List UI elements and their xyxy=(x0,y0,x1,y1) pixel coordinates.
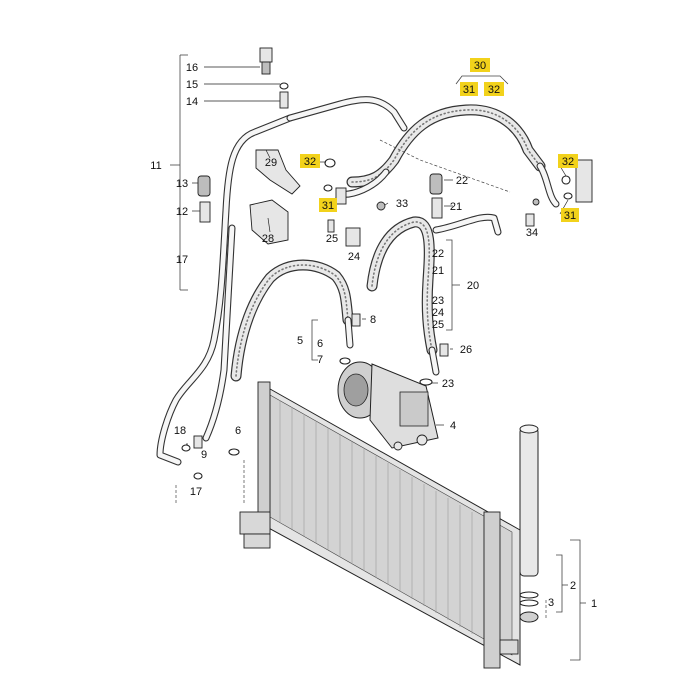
callout-18: 18 xyxy=(174,425,186,437)
callout-32: 32 xyxy=(562,156,574,168)
callout-17: 17 xyxy=(176,254,188,266)
callout-3: 3 xyxy=(548,597,554,609)
callout-2: 2 xyxy=(570,580,576,592)
callout-9: 9 xyxy=(201,449,207,461)
callout-16: 16 xyxy=(186,62,198,74)
leader-lines xyxy=(170,54,586,661)
callout-22: 22 xyxy=(456,175,468,187)
callout-21: 21 xyxy=(450,201,462,213)
callout-20: 20 xyxy=(467,280,479,292)
callout-24: 24 xyxy=(348,251,360,263)
callout-1: 1 xyxy=(591,598,597,610)
callout-8: 8 xyxy=(370,314,376,326)
callout-32: 32 xyxy=(304,156,316,168)
callout-15: 15 xyxy=(186,79,198,91)
callout-14: 14 xyxy=(186,96,198,108)
callout-25: 25 xyxy=(326,233,338,245)
callout-31: 31 xyxy=(463,84,475,96)
callout-30: 30 xyxy=(474,60,486,72)
callout-21: 21 xyxy=(432,265,444,277)
compressor xyxy=(337,361,439,451)
callout-11: 11 xyxy=(150,160,161,172)
callout-5: 5 xyxy=(297,335,303,347)
callout-32: 32 xyxy=(488,84,500,96)
refrigerant-lines xyxy=(156,96,560,466)
callout-25: 25 xyxy=(432,319,444,331)
callout-29: 29 xyxy=(265,157,277,169)
callout-24: 24 xyxy=(432,307,444,319)
callout-6: 6 xyxy=(235,425,241,437)
callout-7: 7 xyxy=(317,354,323,366)
callout-31: 31 xyxy=(564,210,576,222)
callout-31: 31 xyxy=(322,200,334,212)
callout-4: 4 xyxy=(450,420,456,432)
callout-12: 12 xyxy=(176,206,188,218)
callout-17: 17 xyxy=(190,486,202,498)
callout-26: 26 xyxy=(460,344,472,356)
callout-13: 13 xyxy=(176,178,188,190)
callout-labels: 16 15 14 11 13 12 17 29 28 30 31 32 32 3… xyxy=(150,58,597,610)
condenser xyxy=(239,381,521,669)
callout-6: 6 xyxy=(317,338,323,350)
callout-34: 34 xyxy=(526,227,538,239)
callout-22: 22 xyxy=(432,248,444,260)
callout-28: 28 xyxy=(262,233,274,245)
callout-23: 23 xyxy=(432,295,444,307)
fittings xyxy=(181,47,593,480)
callout-33: 33 xyxy=(396,198,408,210)
callout-23: 23 xyxy=(442,378,454,390)
receiver-dryer xyxy=(519,424,539,623)
